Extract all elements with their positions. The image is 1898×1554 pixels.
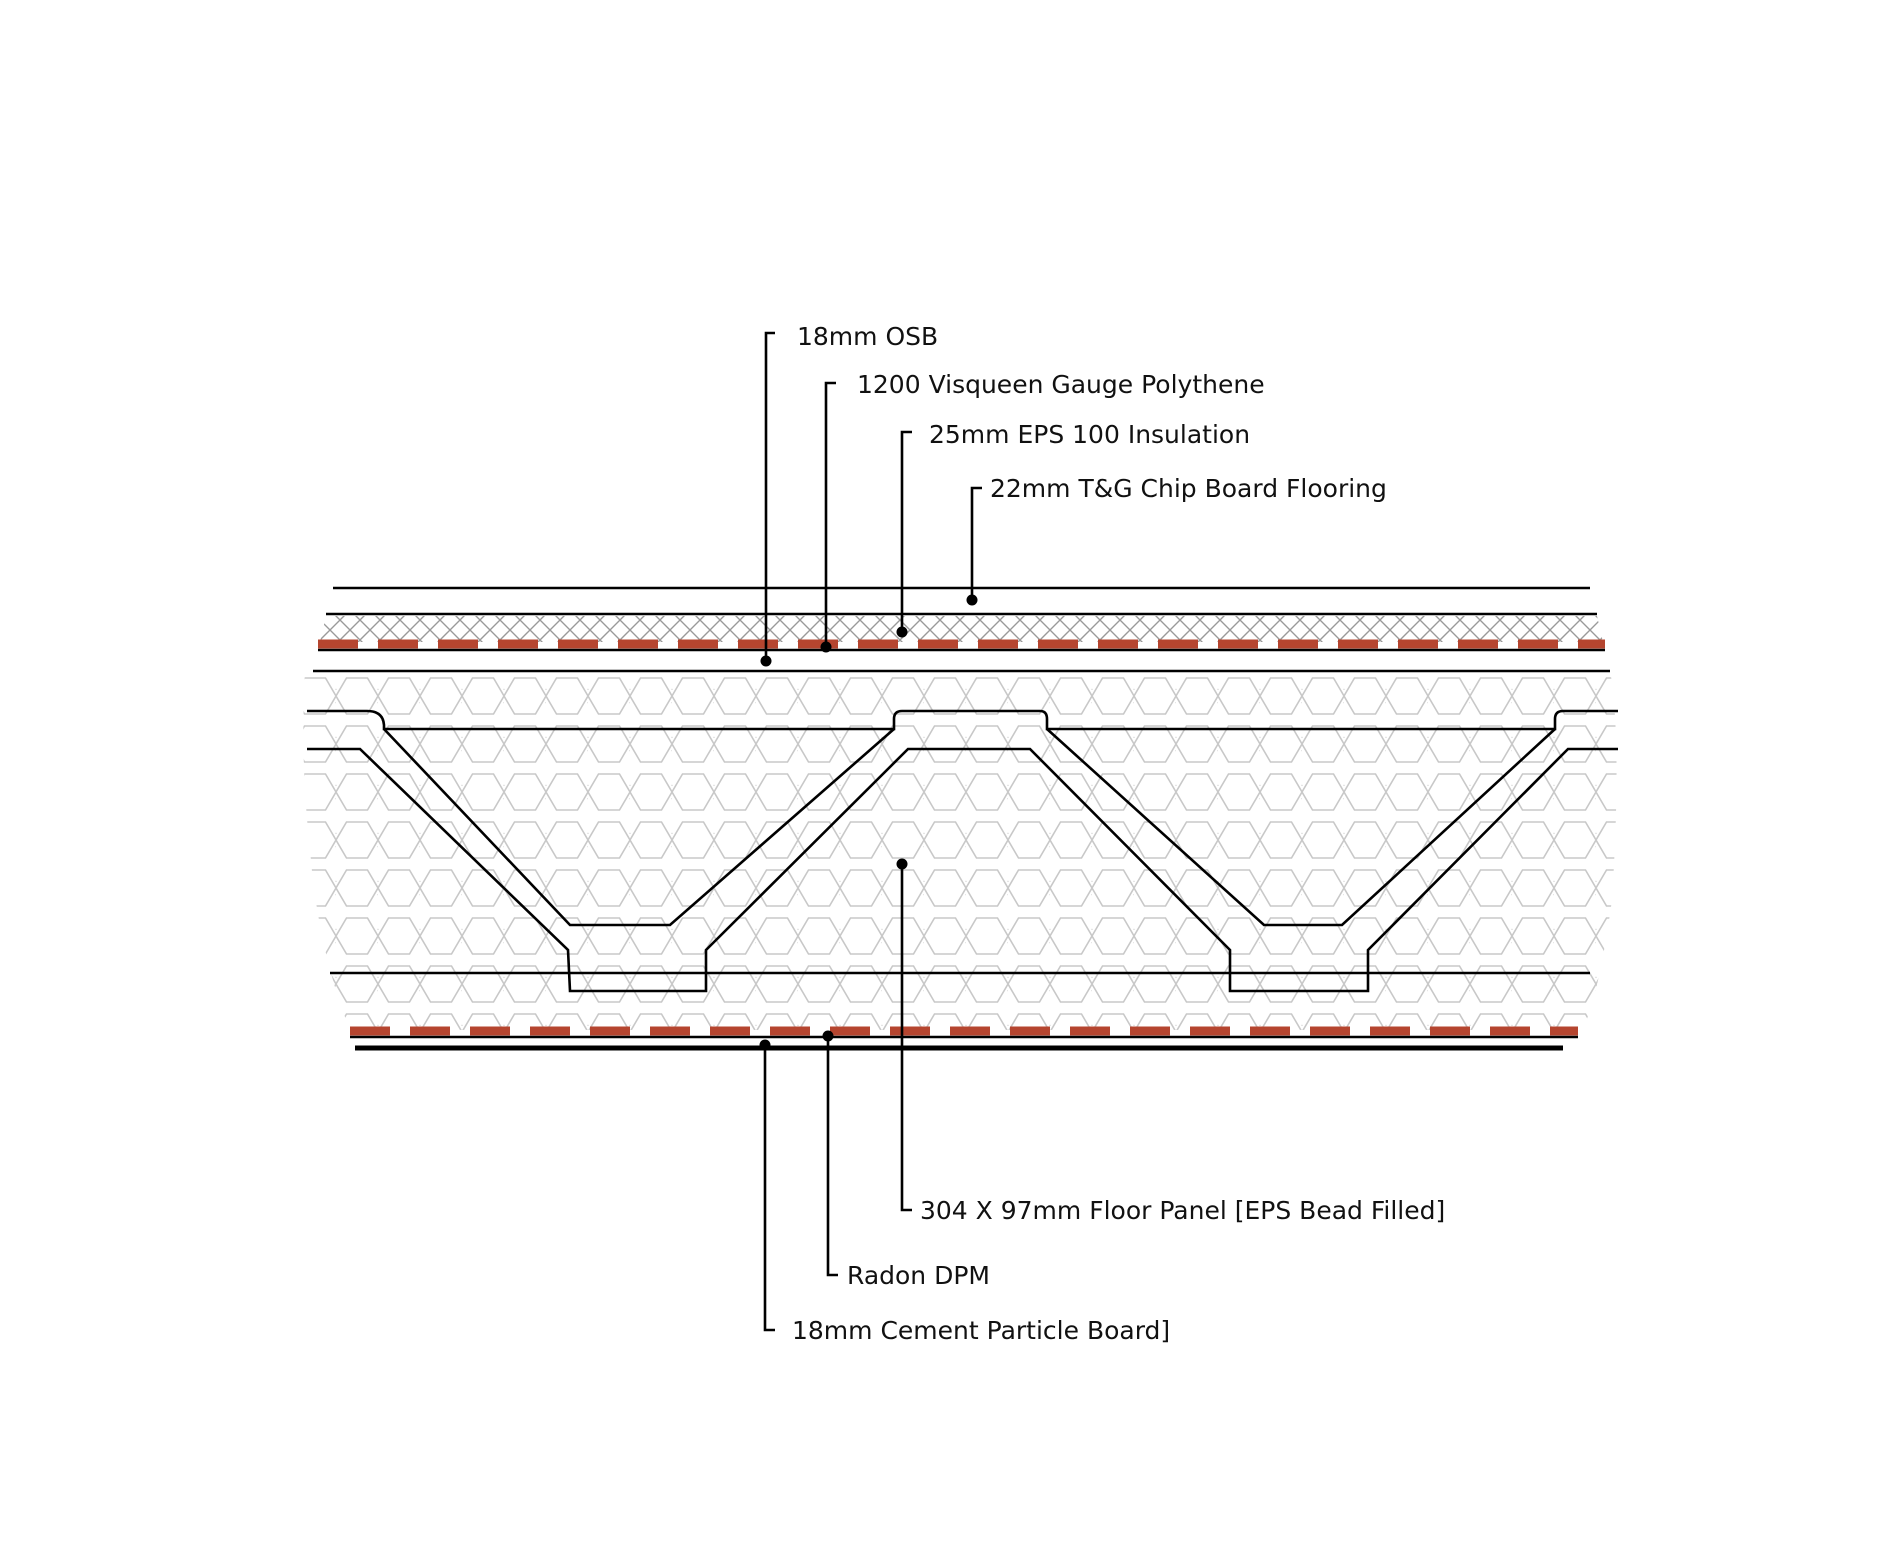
label-polythene: 1200 Visqueen Gauge Polythene xyxy=(857,370,1265,399)
insulation-hatch xyxy=(320,616,1603,642)
leader-polythene xyxy=(820,381,836,653)
label-radon-dpm: Radon DPM xyxy=(847,1261,990,1290)
leader-radon-dpm xyxy=(822,1030,838,1277)
leader-dot xyxy=(966,594,978,606)
leader-dot xyxy=(820,641,832,653)
label-chipboard: 22mm T&G Chip Board Flooring xyxy=(990,474,1387,503)
floor-panel-web-outline-mid xyxy=(383,728,1556,927)
leader-osb xyxy=(760,331,775,667)
leader-floor-panel xyxy=(896,858,912,1212)
leader-dot xyxy=(896,626,908,638)
leader-chipboard xyxy=(966,486,982,606)
label-floor-panel: 304 X 97mm Floor Panel [EPS Bead Filled] xyxy=(920,1196,1445,1225)
label-cement-board: 18mm Cement Particle Board] xyxy=(792,1316,1170,1345)
leader-cement-board xyxy=(759,1039,775,1332)
leader-dot xyxy=(760,655,772,667)
leader-insulation xyxy=(896,430,912,638)
floor-panel-eps-fill xyxy=(303,670,1617,1030)
floor-panel-web-outline-inner xyxy=(307,747,1618,993)
label-osb: 18mm OSB xyxy=(797,322,938,351)
floor-panel-web-outline-outer xyxy=(307,709,1618,731)
label-insulation: 25mm EPS 100 Insulation xyxy=(929,420,1250,449)
